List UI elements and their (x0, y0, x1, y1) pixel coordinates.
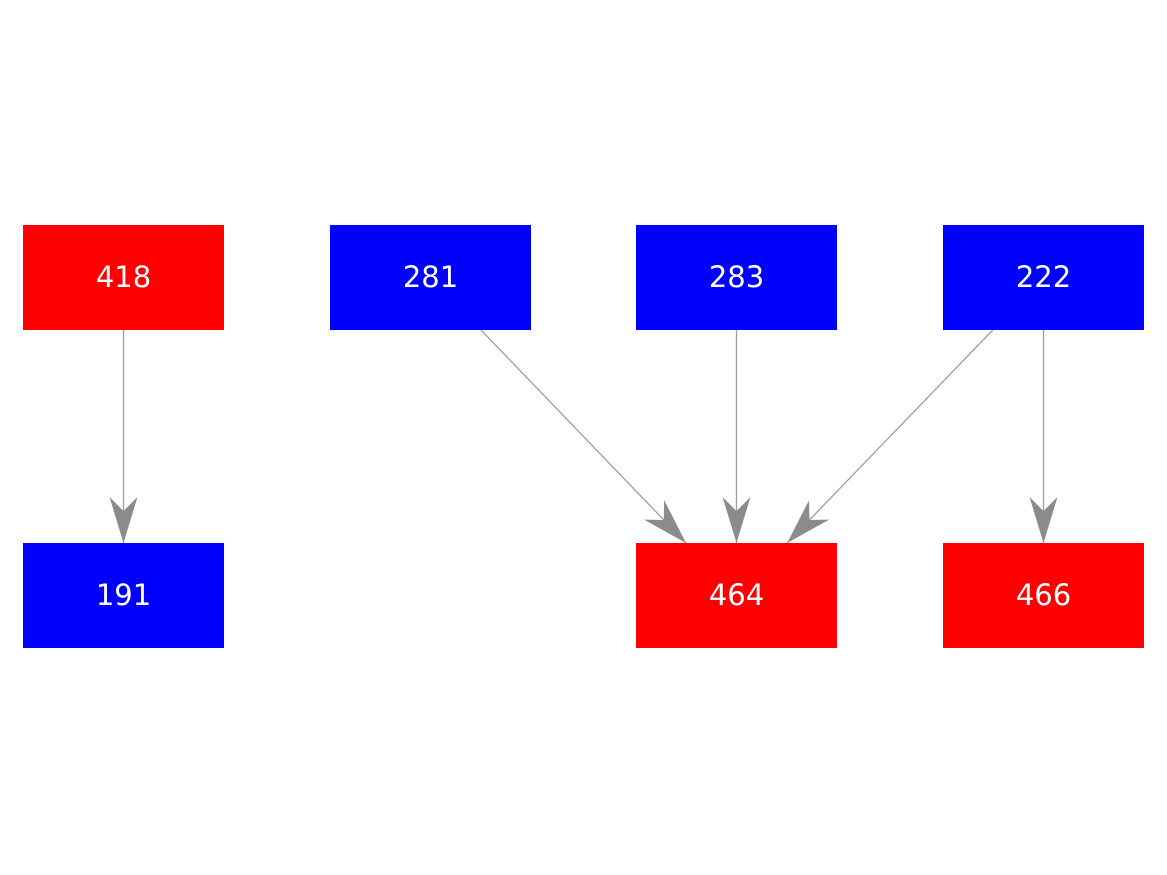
node-281[interactable]: 281 (330, 225, 531, 330)
node-283[interactable]: 283 (636, 225, 837, 330)
node-label: 464 (708, 578, 765, 612)
node-label: 466 (1015, 578, 1072, 612)
edge-222-to-464 (786, 329, 994, 544)
node-label: 281 (402, 260, 459, 294)
node-label: 283 (708, 260, 765, 294)
node-418[interactable]: 418 (23, 225, 224, 330)
node-222[interactable]: 222 (943, 225, 1144, 330)
node-464[interactable]: 464 (636, 543, 837, 648)
node-label: 222 (1015, 260, 1072, 294)
node-label: 191 (95, 578, 152, 612)
node-191[interactable]: 191 (23, 543, 224, 648)
edges-group (109, 329, 1058, 544)
edge-281-to-464 (480, 329, 687, 544)
node-label: 418 (95, 260, 152, 294)
node-466[interactable]: 466 (943, 543, 1144, 648)
